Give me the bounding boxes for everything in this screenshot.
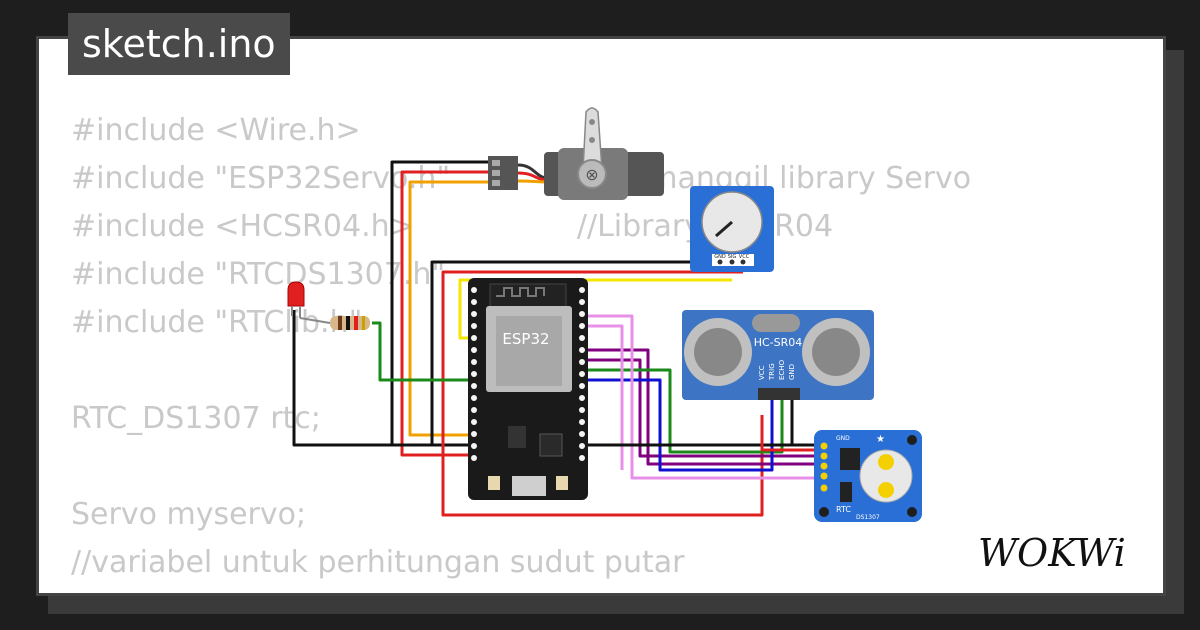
wire-hc-green: [584, 368, 784, 454]
wokwi-logo-text: WOKWi: [978, 531, 1126, 575]
wire-trig: [584, 348, 822, 466]
hc-pin-echo: ECHO: [778, 359, 786, 380]
pot-pin-sig: SIG: [728, 254, 737, 260]
wire-servo-signal: [408, 180, 490, 437]
esp32-board: ESP32: [468, 278, 588, 500]
esp32-label: ESP32: [502, 330, 549, 348]
servo-motor: ⊗: [488, 107, 664, 200]
code-line: //variabel untuk perhitungan sudut putar: [71, 545, 685, 580]
potentiometer: GND SIG VCC: [690, 186, 774, 272]
wire-pot-signal: [458, 278, 732, 340]
pot-pin-gnd: GND: [714, 254, 726, 260]
wire-echo: [584, 358, 822, 458]
resistor: [299, 316, 370, 330]
rtc-chip-label: DS1307: [856, 514, 880, 521]
file-title-tab[interactable]: sketch.ino: [68, 13, 290, 75]
rtc-ds1307-module: GND RTC DS1307 ★: [814, 430, 922, 522]
wire-pot-vcc: [441, 270, 764, 517]
hc-pin-trig: TRIG: [768, 363, 776, 381]
code-line: Servo myservo;: [71, 497, 307, 532]
hc-pin-gnd: GND: [788, 364, 796, 380]
hc-pin-vcc: VCC: [758, 365, 766, 380]
hc-sr04-label: HC-SR04: [754, 336, 803, 349]
adafruit-star-icon: ★: [876, 434, 885, 445]
wire-rtc-pink-2: [584, 324, 624, 470]
wire-hc-blue: [584, 378, 774, 472]
pot-pin-vcc: VCC: [739, 254, 750, 260]
wire-pot-gnd: [430, 260, 720, 445]
code-line: #include "RTCDS1307.h": [71, 257, 446, 292]
code-line: RTC_DS1307 rtc;: [71, 401, 321, 436]
wire-led-resistor: [372, 321, 472, 382]
hc-sr04-sensor: HC-SR04 VCC TRIG ECHO GND: [682, 310, 874, 400]
wokwi-logo[interactable]: WOKWi: [978, 528, 1148, 578]
rtc-label: RTC: [836, 505, 851, 514]
svg-text:⊗: ⊗: [585, 165, 598, 184]
wire-rtc-pink-1: [584, 314, 822, 480]
wire-led-gnd: [292, 310, 432, 447]
wire-rtc-vcc: [760, 415, 822, 452]
code-line: #include <Wire.h>: [71, 113, 361, 148]
wire-servo-vcc: [400, 170, 490, 457]
rtc-pin-gnd: GND: [836, 435, 850, 442]
red-led: [287, 281, 305, 318]
code-line: #include "RTClib.h": [71, 305, 363, 340]
